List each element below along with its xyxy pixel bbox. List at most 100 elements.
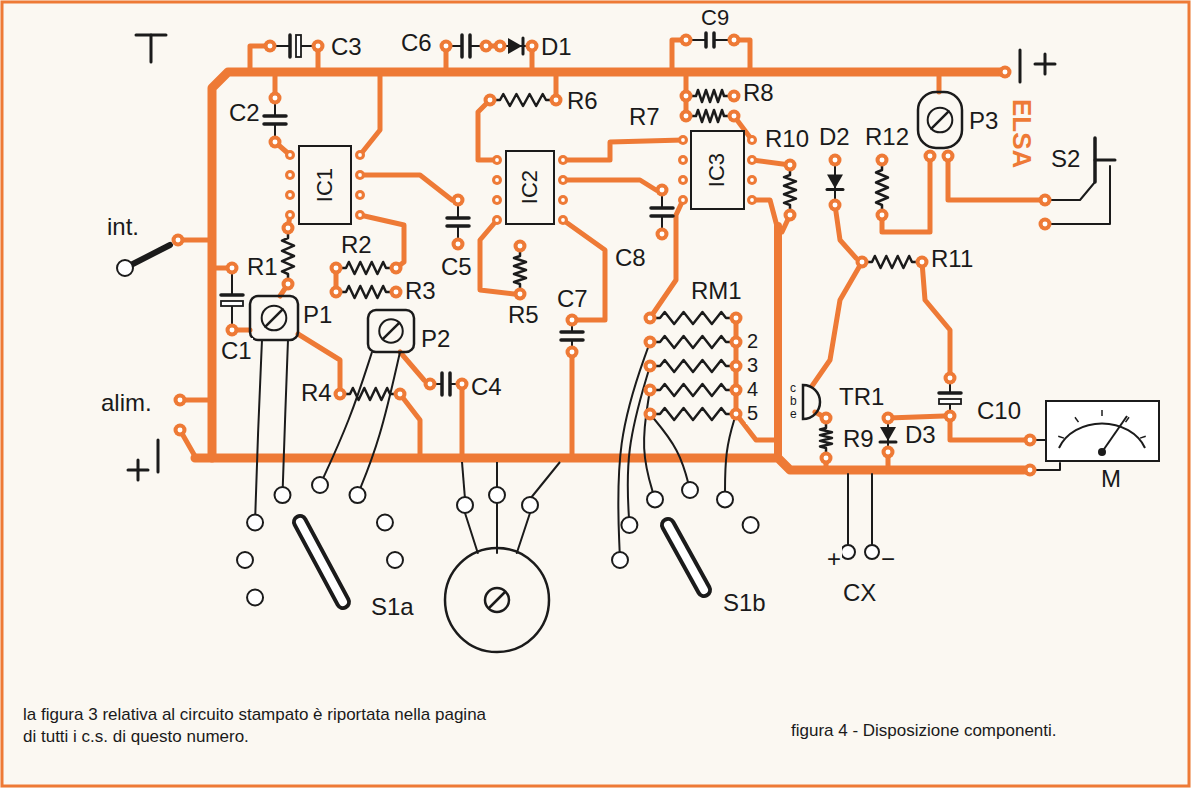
component-label: R6 [566, 88, 599, 114]
capacitor-plate [651, 214, 673, 218]
solder-pad [566, 314, 579, 327]
capacitor-plate [221, 293, 243, 297]
pad-hole [750, 158, 754, 162]
copper-trace [400, 352, 424, 380]
resistor-symbol [862, 256, 922, 268]
pad-hole [498, 44, 503, 49]
pad-hole [230, 328, 235, 333]
pad-hole [732, 94, 737, 99]
solder-pad [747, 195, 757, 205]
capacitor-plate [288, 35, 292, 57]
hookup-wire [462, 462, 465, 499]
solder-pad [730, 360, 743, 373]
test-lead [871, 474, 873, 544]
solder-pad [876, 154, 889, 167]
pin-names: c b e [789, 382, 800, 422]
component-label: P1 [302, 302, 333, 328]
solder-pad [558, 215, 568, 225]
copper-trace [835, 205, 856, 258]
pad-hole [456, 242, 461, 247]
solder-pad [644, 408, 657, 421]
solder-pad [355, 170, 365, 180]
diode-bar [827, 188, 843, 191]
hookup-wire [320, 352, 372, 485]
component-label: S2 [1050, 146, 1081, 172]
solder-pad [644, 384, 657, 397]
pushbutton-symbol [1095, 159, 1115, 162]
panel-meter: M [1045, 400, 1160, 462]
pad-hole [788, 213, 793, 218]
meter-face [1047, 402, 1157, 459]
pad-hole [394, 266, 399, 271]
pad-hole [886, 416, 891, 421]
switch-lug [621, 517, 637, 533]
transistor-body [803, 385, 820, 419]
pad-hole [358, 153, 362, 157]
pad-hole [561, 158, 565, 162]
meter-needle [1102, 416, 1127, 452]
pad-hole [684, 94, 689, 99]
resistor-symbol [336, 262, 396, 274]
pad-hole [750, 198, 754, 202]
component-label: C7 [556, 286, 589, 312]
meter-tick [1058, 436, 1064, 438]
switch-lug [377, 515, 393, 531]
trimmer-screw [262, 306, 287, 331]
solder-pad [480, 40, 493, 53]
pad-hole [732, 38, 737, 43]
component-label: S1b [722, 590, 767, 616]
capacitor-plate [447, 216, 469, 220]
pad-hole [518, 244, 523, 249]
solder-pad [747, 155, 757, 165]
switch-lug [457, 497, 473, 513]
trimmer-body [918, 92, 962, 148]
solder-pad [566, 346, 579, 359]
pad-hole [1028, 438, 1033, 443]
solder-pad [1039, 218, 1052, 231]
copper-trace [360, 175, 452, 200]
pad-hole [176, 238, 181, 243]
solder-pad [494, 40, 507, 53]
pad-hole [338, 392, 343, 397]
pad-hole [518, 292, 523, 297]
switch-lug [647, 491, 663, 507]
pad-hole [681, 138, 685, 142]
pad-hole [1043, 198, 1048, 203]
pad-hole [561, 218, 565, 222]
resistor-symbol [686, 90, 734, 102]
resistor-symbol [650, 312, 736, 324]
potentiometer-shaft [485, 588, 509, 612]
copper-trace [734, 318, 739, 414]
capacitor-plate [264, 114, 286, 118]
pad-hole [648, 364, 653, 369]
pad-hole [1003, 70, 1008, 75]
hookup-wire [255, 340, 262, 523]
component-label: R8 [742, 80, 775, 106]
resistor-symbol [650, 336, 736, 348]
solder-pad [728, 34, 741, 47]
copper-trace [563, 180, 656, 190]
pad-hole [288, 173, 292, 177]
pushbutton-lead [1051, 182, 1095, 200]
copper-trace [774, 226, 782, 458]
solder-pad [174, 424, 187, 437]
solder-pad [820, 452, 833, 465]
hookup-wire [644, 390, 655, 499]
copper-trace [360, 76, 380, 155]
pad-hole [734, 340, 739, 345]
pad-hole [288, 153, 292, 157]
switch-rotor [300, 522, 343, 602]
pad-hole [734, 388, 739, 393]
switch-label: int. [106, 214, 140, 240]
pad-hole [1043, 222, 1048, 227]
switch-lug [247, 515, 263, 531]
ic-label: IC1 [313, 168, 337, 202]
solder-pad [484, 94, 497, 107]
solder-pad [924, 150, 937, 163]
capacitor-plate [447, 224, 469, 228]
solder-pad [1024, 434, 1037, 447]
resistor-symbol [876, 160, 888, 215]
pad-hole [750, 178, 754, 182]
pad-hole [456, 198, 461, 203]
